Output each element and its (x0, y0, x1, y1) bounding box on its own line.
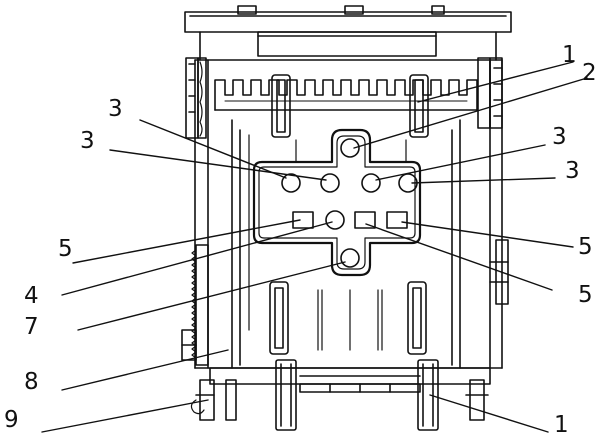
leader-lines (42, 62, 587, 432)
lower-slots (270, 282, 426, 354)
label-5-left: 5 (58, 236, 73, 262)
label-3-left: 3 (80, 128, 95, 154)
label-3-upper-right: 3 (552, 124, 567, 150)
inner-rails (249, 135, 406, 350)
label-1-bottom: 1 (554, 412, 569, 438)
bottom-base (191, 360, 490, 430)
comb-teeth (215, 80, 477, 110)
label-5-right-lower: 5 (578, 282, 593, 308)
label-3-right: 3 (565, 158, 580, 184)
top-frame (185, 6, 511, 60)
label-7: 7 (24, 314, 39, 340)
label-3-upper-left: 3 (108, 96, 123, 122)
right-bracket (478, 58, 508, 304)
left-gear (182, 245, 208, 365)
label-5-right-upper: 5 (578, 234, 593, 260)
label-8: 8 (24, 369, 39, 395)
label-9: 9 (4, 407, 19, 433)
label-4: 4 (24, 283, 39, 309)
upper-slots (272, 75, 428, 137)
label-2: 2 (582, 60, 597, 86)
label-1-top: 1 (562, 42, 577, 68)
left-bracket (186, 58, 206, 138)
housing (195, 60, 502, 368)
cross-plate (254, 130, 420, 275)
